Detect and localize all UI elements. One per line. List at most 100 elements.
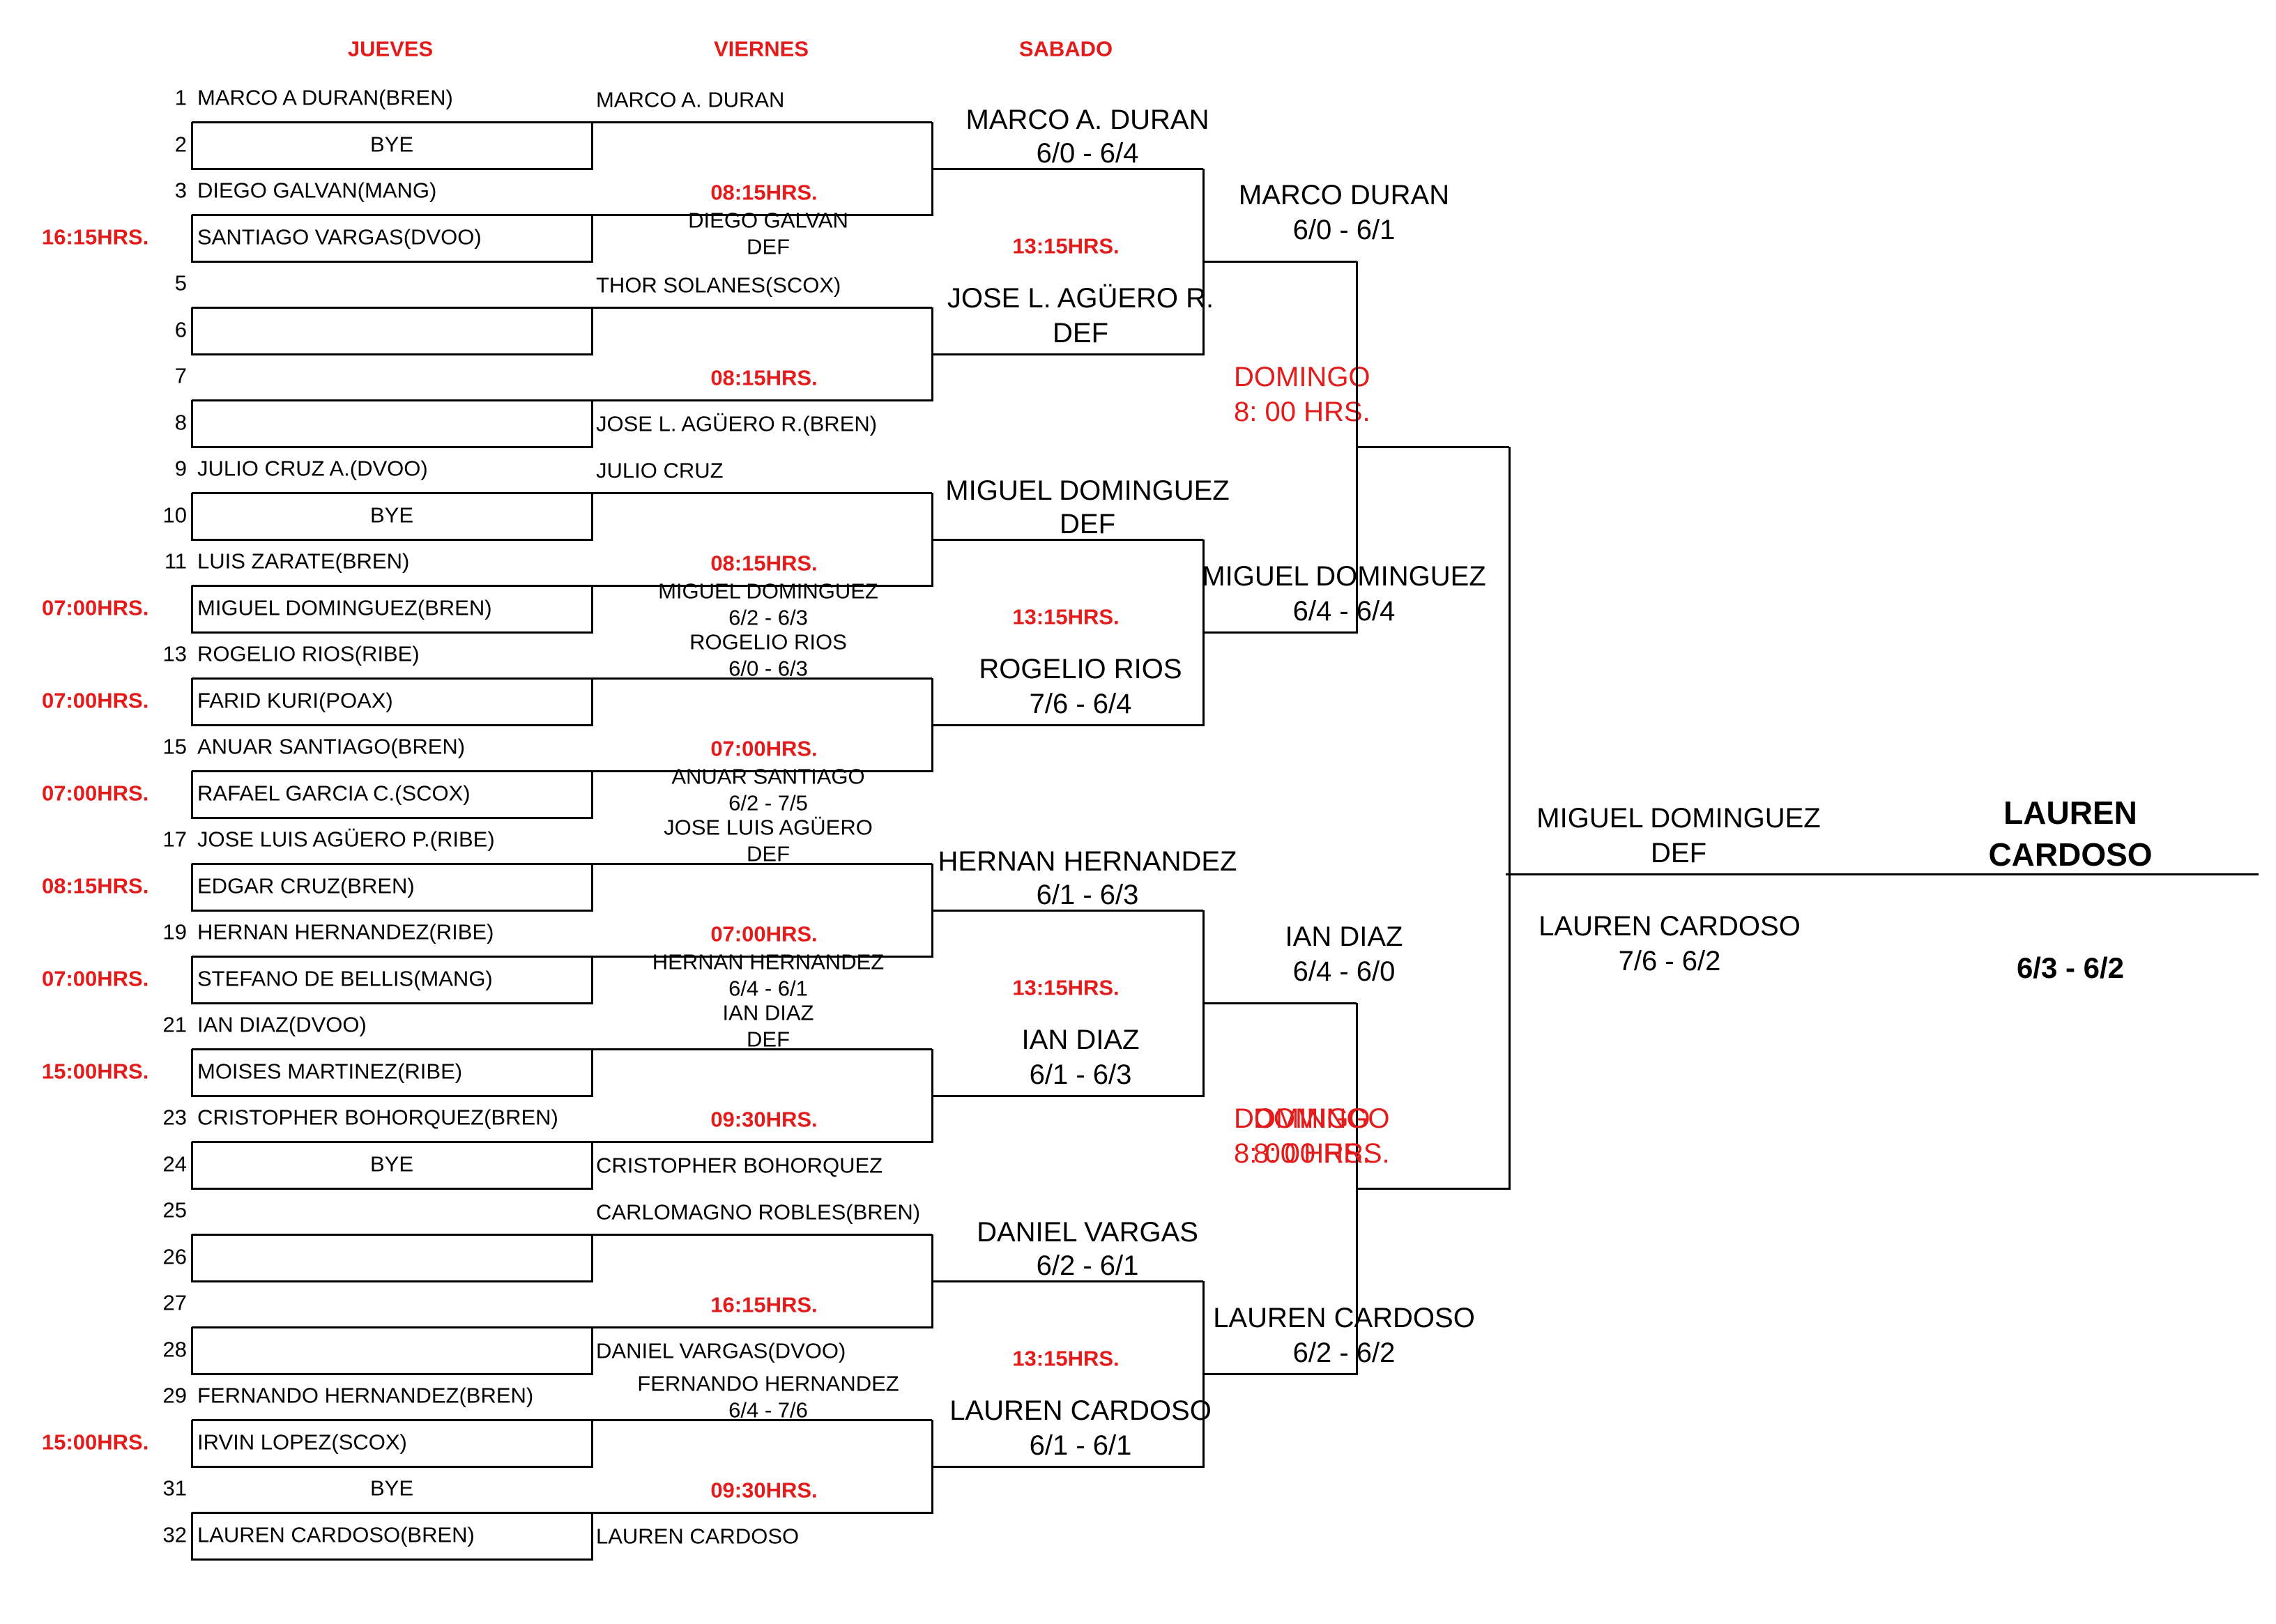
- r1-top-line: [192, 863, 592, 865]
- r3-line: [932, 1280, 1203, 1282]
- r1-left-line: [191, 1049, 193, 1097]
- match-time: 15:00HRS.: [42, 1059, 149, 1083]
- header-jueves: JUEVES: [347, 36, 434, 61]
- match-time: 13:15HRS.: [1012, 975, 1120, 999]
- draw-number: 23: [162, 1105, 187, 1130]
- match-time: 15:00HRS.: [42, 1430, 149, 1454]
- r1-left-line: [191, 1512, 193, 1561]
- domingo-time: 8: 00 HRS.: [1234, 397, 1370, 428]
- r4-winner: IAN DIAZ: [1285, 921, 1403, 952]
- final-vertical: [1509, 446, 1511, 1190]
- r1-bottom-line: [192, 538, 592, 541]
- match-time: 07:00HRS.: [42, 595, 149, 620]
- draw-number: 26: [162, 1244, 187, 1269]
- r1-top-line: [192, 399, 592, 401]
- player-name: FARID KURI(POAX): [197, 688, 393, 712]
- r2-winner: DIEGO GALVAN: [688, 208, 848, 233]
- r2-line: [592, 1141, 932, 1143]
- match-time: 13:15HRS.: [1012, 233, 1120, 258]
- draw-number: 17: [162, 827, 187, 852]
- r2-winner: ROGELIO RIOS: [689, 629, 847, 654]
- r1-left-line: [191, 400, 193, 448]
- final-player-2-score: 7/6 - 6/2: [1618, 945, 1721, 976]
- r1-left-line: [191, 585, 193, 634]
- header-sabado: SABADO: [1018, 36, 1113, 61]
- player-name: CRISTOPHER BOHORQUEZ(BREN): [197, 1105, 558, 1130]
- sf-line-bottom: [1357, 1187, 1509, 1190]
- r1-top-line: [192, 492, 592, 494]
- r1-top-line: [192, 1326, 592, 1328]
- r2-line: [592, 956, 932, 958]
- match-time: 07:00HRS.: [710, 736, 818, 761]
- r1-right-line: [591, 1327, 593, 1375]
- r2-score: DEF: [747, 841, 790, 866]
- draw-number: 27: [162, 1290, 187, 1315]
- r2-winner: LAUREN CARDOSO: [596, 1524, 800, 1549]
- r4-line: [1203, 1372, 1357, 1375]
- domingo-label: DOMINGO: [1234, 362, 1370, 393]
- r1-bottom-line: [192, 816, 592, 819]
- r3-line: [932, 353, 1203, 355]
- r3-score: 6/1 - 6/3: [1036, 879, 1139, 910]
- r2-winner: ANUAR SANTIAGO: [671, 764, 865, 789]
- r2-score: 6/0 - 6/3: [728, 656, 808, 681]
- draw-number: 19: [162, 919, 187, 944]
- draw-number: 9: [174, 456, 187, 481]
- r2-line: [592, 399, 932, 401]
- player-name: SANTIAGO VARGAS(DVOO): [197, 224, 482, 249]
- r4-score: 6/0 - 6/1: [1292, 214, 1396, 245]
- r3-winner: LAUREN CARDOSO: [949, 1395, 1212, 1426]
- r2-line: [592, 770, 932, 772]
- r1-bottom-line: [192, 260, 592, 263]
- final-player-1: MIGUEL DOMINGUEZ: [1536, 802, 1821, 834]
- r3-line: [932, 1465, 1203, 1468]
- r4-line: [1203, 260, 1357, 263]
- r4-line: [1203, 631, 1357, 634]
- r1-right-line: [591, 215, 593, 263]
- draw-number: 32: [162, 1522, 187, 1547]
- r2-line: [592, 1326, 932, 1328]
- r2-line: [592, 585, 932, 587]
- r1-bottom-line: [192, 1280, 592, 1282]
- bye-label: BYE: [369, 503, 414, 527]
- player-name: MARCO A DURAN(BREN): [197, 85, 453, 110]
- r3-line: [932, 909, 1203, 912]
- champion-score: 6/3 - 6/2: [2016, 951, 2125, 984]
- r1-left-line: [191, 1234, 193, 1282]
- player-name: LUIS ZARATE(BREN): [197, 549, 410, 574]
- draw-number: 7: [174, 363, 187, 388]
- r2-winner: JOSE L. AGÜERO R.(BREN): [596, 411, 878, 436]
- player-name: MOISES MARTINEZ(RIBE): [197, 1059, 463, 1083]
- r1-right-line: [591, 307, 593, 355]
- player-name: JOSE LUIS AGÜERO P.(RIBE): [197, 827, 495, 852]
- r1-right-line: [591, 585, 593, 634]
- draw-number: 24: [162, 1151, 187, 1176]
- player-name: EDGAR CRUZ(BREN): [197, 873, 415, 898]
- match-time: 07:00HRS.: [42, 688, 149, 712]
- match-time: 13:15HRS.: [1012, 1346, 1120, 1370]
- r1-left-line: [191, 493, 193, 541]
- r2-score: DEF: [747, 1027, 790, 1052]
- r1-top-line: [192, 1512, 592, 1514]
- match-time: 13:15HRS.: [1012, 604, 1120, 629]
- draw-number: 2: [174, 132, 187, 156]
- match-time: 07:00HRS.: [42, 966, 149, 990]
- r3-score: 6/2 - 6/1: [1036, 1250, 1139, 1281]
- r1-left-line: [191, 864, 193, 912]
- r1-right-line: [591, 1234, 593, 1282]
- bye-label: BYE: [369, 132, 414, 156]
- draw-number: 11: [164, 549, 187, 574]
- r1-bottom-line: [192, 1187, 592, 1190]
- domingo-time: 8: 00 HRS.: [1253, 1138, 1390, 1170]
- r1-top-line: [192, 677, 592, 680]
- draw-number: 3: [174, 178, 187, 203]
- r3-line: [932, 538, 1203, 541]
- r2-score: DEF: [747, 234, 790, 259]
- r2-line: [592, 307, 932, 309]
- r1-top-line: [192, 956, 592, 958]
- header-viernes: VIERNES: [713, 36, 809, 61]
- final-line: [1506, 873, 2259, 875]
- r1-right-line: [591, 1420, 593, 1468]
- r1-top-line: [192, 307, 592, 309]
- r2-line: [592, 677, 932, 680]
